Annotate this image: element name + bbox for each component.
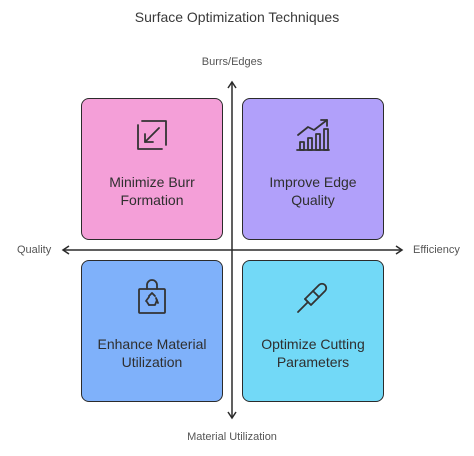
axis-label-left: Quality <box>17 244 52 256</box>
axis-label-top: Burrs/Edges <box>201 56 263 68</box>
quadrant-label: Enhance Material Utilization <box>97 336 207 370</box>
diagram-title: Surface Optimization Techniques <box>134 9 340 25</box>
quadrant-label: Minimize Burr Formation <box>109 174 195 208</box>
resize-arrow-icon <box>132 115 172 155</box>
quadrant-minimize-burr-formation: Minimize Burr Formation <box>81 98 223 240</box>
quadrant-label: Optimize Cutting Parameters <box>261 336 365 370</box>
quadrant-optimize-cutting-parameters: Optimize Cutting Parameters <box>242 260 384 402</box>
quadrant-label: Improve Edge Quality <box>269 174 357 208</box>
axis-label-bottom: Material Utilization <box>187 431 277 443</box>
recycle-bag-icon <box>132 277 172 317</box>
bar-chart-trend-icon <box>293 115 333 155</box>
quadrant-enhance-material-utilization: Enhance Material Utilization <box>81 260 223 402</box>
cutter-blade-icon <box>293 277 333 317</box>
quadrant-improve-edge-quality: Improve Edge Quality <box>242 98 384 240</box>
axis-label-right: Efficiency <box>413 244 460 256</box>
